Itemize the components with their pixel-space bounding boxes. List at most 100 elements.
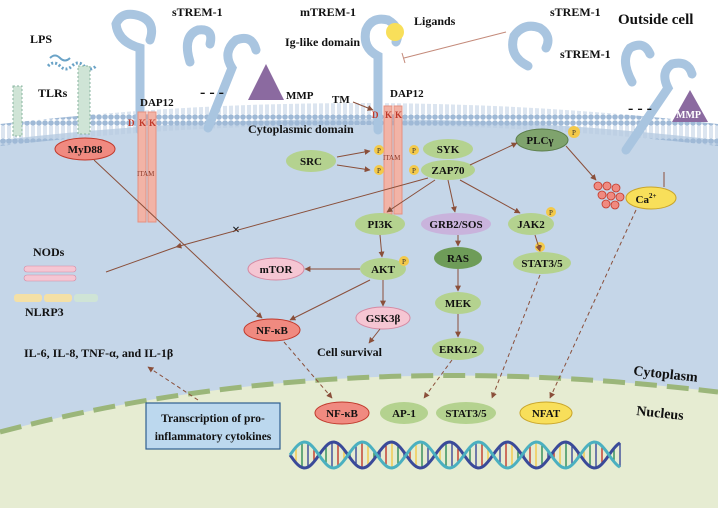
ras-node bbox=[434, 247, 482, 269]
grb2-node bbox=[421, 213, 491, 235]
charge-k-left2: K bbox=[149, 118, 156, 128]
transcription-box bbox=[145, 402, 281, 450]
ca-node bbox=[625, 186, 677, 210]
ca-label: Ca2+ bbox=[636, 192, 657, 206]
cleavage-dash-right: - - - bbox=[628, 100, 652, 117]
ligand bbox=[386, 23, 404, 41]
tf-nfkb-label: NF-κB bbox=[326, 408, 358, 420]
tf-ap1-label: AP-1 bbox=[392, 408, 416, 420]
tf-nfat-label: NFAT bbox=[532, 408, 561, 420]
src-label: SRC bbox=[300, 156, 322, 168]
nlrp3-segment-1 bbox=[14, 294, 42, 302]
tlr-receptor-left bbox=[12, 85, 23, 137]
charge-d-right: D bbox=[372, 110, 379, 120]
mtrem1-label: mTREM-1 bbox=[300, 5, 356, 19]
dap12-right-b bbox=[393, 105, 403, 215]
outside-cell-label: Outside cell bbox=[618, 12, 693, 28]
trem1-receptor-left bbox=[111, 9, 157, 135]
itam-left: ITAM bbox=[137, 170, 155, 178]
itam-right: ITAM bbox=[383, 154, 401, 162]
cytoplasm-label: Cytoplasm bbox=[633, 364, 699, 386]
jak2-label: JAK2 bbox=[517, 219, 545, 231]
pi3k-node bbox=[355, 213, 405, 235]
translocation-arrows bbox=[147, 209, 637, 401]
zap70-label: ZAP70 bbox=[432, 165, 466, 177]
nfkb-label: NF-κB bbox=[256, 325, 288, 337]
dap12-label-right: DAP12 bbox=[390, 88, 424, 100]
nuclear-envelope bbox=[0, 373, 718, 435]
charge-k-right2: K bbox=[395, 110, 402, 120]
phospho-syk: P P P P bbox=[374, 145, 419, 175]
akt-node bbox=[360, 258, 406, 280]
mek-node bbox=[435, 292, 481, 314]
nods-bar-1 bbox=[23, 265, 77, 273]
jak2-node bbox=[508, 213, 554, 235]
strem1-label-right: sTREM-1 bbox=[560, 47, 611, 61]
mmp-label-right: MMP bbox=[676, 110, 701, 121]
cell-survival-label: Cell survival bbox=[317, 345, 383, 359]
dap12-label-left: DAP12 bbox=[140, 97, 174, 109]
plcg-node bbox=[515, 128, 569, 152]
akt-label: AKT bbox=[371, 264, 396, 276]
nlrp3-label: NLRP3 bbox=[25, 305, 64, 319]
svg-text:P: P bbox=[412, 167, 416, 175]
mmp-left-triangle bbox=[248, 64, 284, 100]
strem1-soluble-top-right bbox=[508, 21, 553, 71]
pi3k-label: PI3K bbox=[367, 219, 393, 231]
zap70-node bbox=[421, 160, 475, 180]
erk-node bbox=[432, 338, 484, 360]
erk-label: ERK1/2 bbox=[439, 344, 477, 356]
dna-helix bbox=[288, 440, 621, 470]
strem1-label-top-left: sTREM-1 bbox=[172, 5, 223, 19]
mmp-label-left: MMP bbox=[286, 90, 314, 102]
nlrp3-segment-2 bbox=[44, 294, 72, 302]
strem1-label-top-right: sTREM-1 bbox=[550, 5, 601, 19]
cytokines-label: IL-6, IL-8, TNF-α, and IL-1β bbox=[24, 346, 173, 360]
signal-arrows bbox=[93, 142, 665, 344]
nods-label: NODs bbox=[33, 245, 65, 259]
mtor-label: mTOR bbox=[260, 264, 294, 276]
syk-label: SYK bbox=[437, 144, 460, 156]
nods-bar-2 bbox=[23, 274, 77, 282]
tm-label: TM bbox=[332, 94, 350, 106]
svg-text:P: P bbox=[377, 147, 381, 155]
tlr-receptor-right bbox=[77, 65, 91, 135]
transcription-line1: Transcription of pro- bbox=[161, 413, 265, 425]
nlrp3-segment-3 bbox=[74, 294, 98, 302]
stat35-label: STAT3/5 bbox=[521, 258, 563, 270]
charge-d-left: D bbox=[128, 118, 135, 128]
gsk3b-label: GSK3β bbox=[366, 313, 401, 325]
charge-k-right1: K bbox=[385, 110, 392, 120]
src-node bbox=[286, 150, 336, 172]
myd88-node bbox=[54, 137, 116, 161]
cleavage-dash-left: - - - bbox=[200, 84, 224, 101]
inhibit-line bbox=[403, 31, 507, 59]
svg-text:P: P bbox=[572, 129, 576, 137]
calcium-vesicles bbox=[593, 181, 625, 210]
myd88-label: MyD88 bbox=[68, 144, 103, 156]
ligands-label: Ligands bbox=[414, 14, 456, 28]
nfkb-node bbox=[243, 318, 301, 342]
transcription-line2: inflammatory cytokines bbox=[155, 431, 272, 443]
ras-label: RAS bbox=[447, 253, 469, 265]
strem1-cleaved-right bbox=[621, 58, 697, 155]
mtor-node bbox=[247, 257, 305, 281]
dap12-left-b bbox=[147, 111, 157, 223]
tlrs-label: TLRs bbox=[38, 86, 68, 100]
stat35-node bbox=[513, 252, 571, 274]
svg-text:P: P bbox=[402, 258, 406, 266]
mmp-right-triangle bbox=[672, 90, 708, 122]
syk-node bbox=[423, 139, 473, 159]
plcg-label: PLCγ bbox=[526, 135, 553, 147]
cytoplasmic-domain-label: Cytoplasmic domain bbox=[248, 122, 354, 136]
svg-text:P: P bbox=[377, 167, 381, 175]
svg-text:P: P bbox=[549, 209, 553, 217]
nucleus-label: Nucleus bbox=[636, 404, 685, 424]
svg-text:P: P bbox=[412, 147, 416, 155]
strem1-soluble-top-left bbox=[182, 25, 216, 67]
dap12-left-a bbox=[137, 111, 147, 223]
grb2-label: GRB2/SOS bbox=[429, 219, 482, 231]
tf-nfat bbox=[519, 401, 573, 425]
ig-like-domain-label: Ig-like domain bbox=[285, 35, 360, 49]
